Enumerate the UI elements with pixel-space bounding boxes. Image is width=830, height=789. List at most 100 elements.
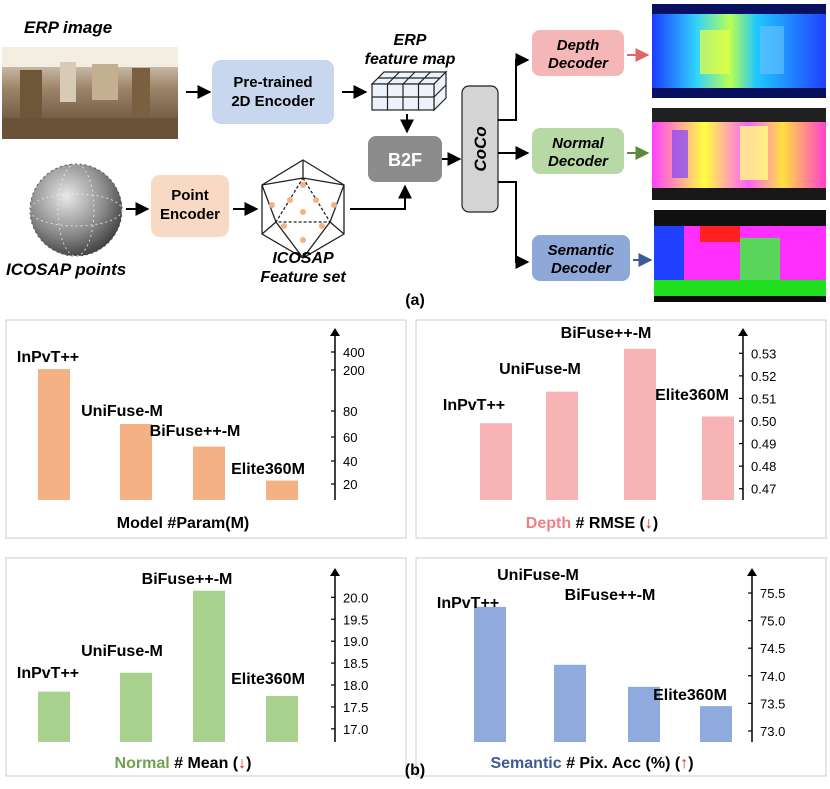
y-tick-label: 75.0 [760, 614, 785, 629]
erp-image-label: ERP image [24, 18, 112, 37]
bar-bifuse-m [624, 348, 656, 500]
b2f-box [368, 136, 442, 182]
x-axis-label: Semantic # Pix. Acc (%) (↑) [490, 755, 693, 772]
encoder-2d-line2: 2D Encoder [231, 93, 315, 110]
pipeline-diagram: ERP image Pre-trained 2D Encoder ERP fea… [2, 4, 826, 309]
coco-box [461, 85, 499, 213]
y-tick-label: 0.49 [751, 437, 776, 452]
x-label-task: Normal [115, 755, 170, 772]
point-encoder-line2: Encoder [160, 206, 220, 223]
y-tick-label: 17.0 [343, 722, 368, 737]
bar-label: UniFuse-M [81, 403, 163, 420]
point-encoder-box [151, 175, 229, 237]
bar-label: InPvT++ [17, 349, 79, 366]
bar-elite360m [700, 706, 732, 742]
y-tick-label: 73.0 [760, 724, 785, 739]
y-tick-label: 400 [343, 345, 365, 360]
erp-feature-map-icon [370, 70, 448, 112]
x-label-metric: Model #Param(M) [117, 515, 249, 532]
y-tick-label: 0.51 [751, 391, 776, 406]
bar-unifuse-m [120, 424, 152, 500]
y-axis-arrow [330, 568, 340, 576]
y-tick-label: 18.5 [343, 656, 368, 671]
panel-a-label: (a) [405, 292, 425, 309]
bar-unifuse-m [120, 672, 152, 742]
bar-label: Elite360M [231, 461, 305, 478]
panel-b-label: (b) [405, 762, 425, 779]
erp-feature-line1: ERP [394, 32, 427, 49]
bar-bifuse-m [628, 686, 660, 742]
bar-label: InPvT++ [443, 397, 505, 414]
chart-2: 0.470.480.490.500.510.520.53InPvT++UniFu… [443, 325, 776, 532]
comparison-charts: 20406080200400InPvT++UniFuse-MBiFuse++-M… [5, 319, 827, 777]
semantic-decoder-line1: Semantic [548, 242, 615, 259]
x-label-arrow: ↑ [680, 755, 688, 772]
bar-bifuse-m [193, 590, 225, 742]
y-tick-label: 18.0 [343, 678, 368, 693]
x-label-arrow: ↓ [238, 755, 246, 772]
x-axis-label: Model #Param(M) [117, 515, 249, 532]
depth-output-image [652, 4, 826, 98]
bar-label: Elite360M [653, 687, 727, 704]
bar-inpvt- [38, 691, 70, 742]
b2f-label: B2F [388, 150, 422, 170]
depth-decoder-line2: Decoder [548, 55, 609, 72]
icosap-feature-line2: Feature set [260, 269, 346, 286]
bar-label: BiFuse++-M [150, 423, 241, 440]
bar-label: Elite360M [655, 387, 729, 404]
bar-inpvt- [474, 606, 506, 742]
y-tick-label: 0.50 [751, 414, 776, 429]
y-tick-label: 19.0 [343, 634, 368, 649]
chart-frame [5, 557, 407, 777]
bar-label: BiFuse++-M [561, 325, 652, 342]
bar-label: UniFuse-M [81, 643, 163, 660]
depth-decoder-line1: Depth [557, 37, 600, 54]
bar-label: InPvT++ [17, 665, 79, 682]
bar-bifuse-m [193, 446, 225, 500]
x-axis-label: Normal # Mean (↓) [115, 755, 252, 772]
semantic-decoder-box [532, 235, 630, 281]
x-label-close: ) [246, 755, 251, 772]
semantic-output-image [654, 210, 826, 302]
point-encoder-line1: Point [171, 187, 209, 204]
icosap-points-sphere [29, 163, 123, 257]
y-tick-label: 40 [343, 454, 357, 469]
y-tick-label: 0.48 [751, 459, 776, 474]
encoder-2d-line1: Pre-trained [233, 74, 312, 91]
bar-label: BiFuse++-M [565, 587, 656, 604]
chart-frame [415, 319, 827, 539]
x-label-metric: # Pix. Acc (%) ( [562, 755, 681, 772]
chart-3: 17.0 17.5 18.0 18.5 19.0 19.5 20.0InPvT++UniFu… [17, 568, 368, 772]
bar-elite360m [266, 480, 298, 500]
erp-feature-line2: feature map [365, 51, 456, 68]
chart-4: 73.073.574.074.575.075.5InPvT++UniFuse-M… [437, 567, 785, 772]
x-label-arrow: ↓ [645, 515, 653, 532]
icosap-points-label: ICOSAP points [6, 260, 126, 279]
depth-decoder-box [532, 30, 624, 76]
bar-elite360m [266, 695, 298, 742]
normal-output-image [652, 108, 826, 200]
y-tick-label: 19.5 [343, 612, 368, 627]
normal-decoder-box [532, 128, 624, 174]
encoder-2d-box [212, 60, 334, 124]
y-tick-label: 20.0 [343, 590, 368, 605]
normal-decoder-line2: Decoder [548, 153, 609, 170]
x-axis-label: Depth # RMSE (↓) [526, 515, 658, 532]
bar-inpvt- [38, 369, 70, 500]
semantic-decoder-line2: Decoder [551, 260, 612, 277]
bar-elite360m [702, 416, 734, 500]
y-tick-label: 75.5 [760, 586, 785, 601]
bar-unifuse-m [554, 664, 586, 742]
y-tick-label: 74.5 [760, 641, 785, 656]
y-tick-label: 80 [343, 404, 357, 419]
x-label-metric: # RMSE ( [571, 515, 645, 532]
y-axis-arrow [738, 328, 748, 336]
y-tick-label: 17.5 [343, 700, 368, 715]
y-tick-label: 0.47 [751, 482, 776, 497]
x-label-close: ) [653, 515, 658, 532]
x-label-metric: # Mean ( [170, 755, 239, 772]
coco-label: CoCo [471, 126, 490, 171]
erp-image [2, 47, 178, 139]
bar-inpvt- [480, 423, 512, 500]
